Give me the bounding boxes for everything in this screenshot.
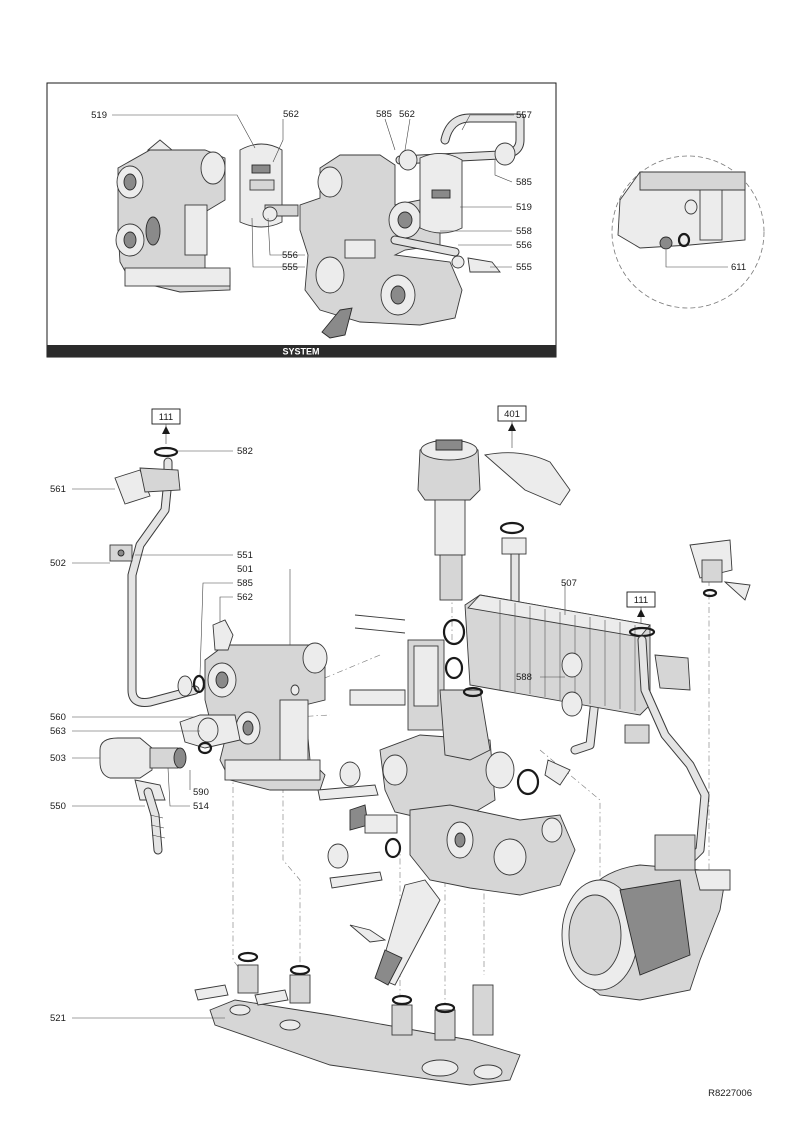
- system-title: SYSTEM: [282, 347, 319, 357]
- label-519: 519: [91, 110, 107, 121]
- label-561: 561: [50, 484, 66, 495]
- label-560: 560: [50, 712, 66, 723]
- ref-111-text: 111: [159, 412, 173, 423]
- label-582: 582: [237, 446, 253, 457]
- label-585: 585: [237, 578, 253, 589]
- inset-right-manifold: [299, 154, 463, 339]
- o-ring-582: [153, 446, 179, 458]
- pressure-sensor: [689, 539, 751, 601]
- left-pipe-assembly: [109, 446, 206, 707]
- sensor-503: [99, 737, 187, 801]
- inset-bypass-pipe: [390, 113, 525, 273]
- circulation-pump: [561, 834, 731, 1001]
- inset-flow-sensor-519: [239, 143, 299, 228]
- ref-box-111-left: 111: [151, 408, 181, 444]
- label-588: 588: [516, 672, 532, 683]
- inset-left-manifold: [115, 139, 231, 293]
- label-503: 503: [50, 753, 66, 764]
- left-manifold-501: [204, 619, 328, 791]
- label-514: 514: [193, 801, 209, 812]
- label-501: 501: [237, 564, 253, 575]
- label-521: 521: [50, 1013, 66, 1024]
- label-550: 550: [50, 801, 66, 812]
- label-590: 590: [193, 787, 209, 798]
- label-502: 502: [50, 558, 66, 569]
- label-556: 556: [282, 250, 298, 261]
- diverter-valve-actuator: [417, 439, 571, 601]
- label-562: 562: [399, 109, 415, 120]
- label-562: 562: [283, 109, 299, 120]
- drawing-reference: R8227006: [708, 1088, 752, 1099]
- flow-sensor-560: [179, 714, 241, 755]
- system-inset: SYSTEM: [46, 82, 557, 358]
- label-562: 562: [237, 592, 253, 603]
- label-585: 585: [376, 109, 392, 120]
- label-555: 555: [516, 262, 532, 273]
- label-519: 519: [516, 202, 532, 213]
- ref-box-401: 401: [497, 405, 527, 448]
- label-556: 556: [516, 240, 532, 251]
- inset-leaders: [112, 114, 514, 268]
- main-leaders: [72, 450, 566, 1019]
- clips-and-sensors: [317, 614, 571, 943]
- ref-401-text: 401: [504, 409, 520, 420]
- ref-box-111-right: 111: [626, 591, 656, 626]
- ref-111-text: 111: [634, 595, 648, 606]
- right-pipe-assembly: [624, 626, 710, 865]
- label-558: 558: [516, 226, 532, 237]
- detail-circle-611: 611: [611, 155, 765, 309]
- label-557: 557: [516, 110, 532, 121]
- o-ring-585: [192, 674, 206, 694]
- system-title-bar: [47, 345, 556, 357]
- bottom-plate-521: [194, 951, 521, 1086]
- label-551: 551: [237, 550, 253, 561]
- label-555: 555: [282, 262, 298, 273]
- connector-550: [143, 787, 166, 855]
- label-507: 507: [561, 578, 577, 589]
- label-563: 563: [50, 726, 66, 737]
- plate-heat-exchanger-507: [464, 594, 651, 717]
- label-611: 611: [731, 262, 746, 273]
- central-hydraulic-block: [374, 618, 576, 986]
- label-585: 585: [516, 177, 532, 188]
